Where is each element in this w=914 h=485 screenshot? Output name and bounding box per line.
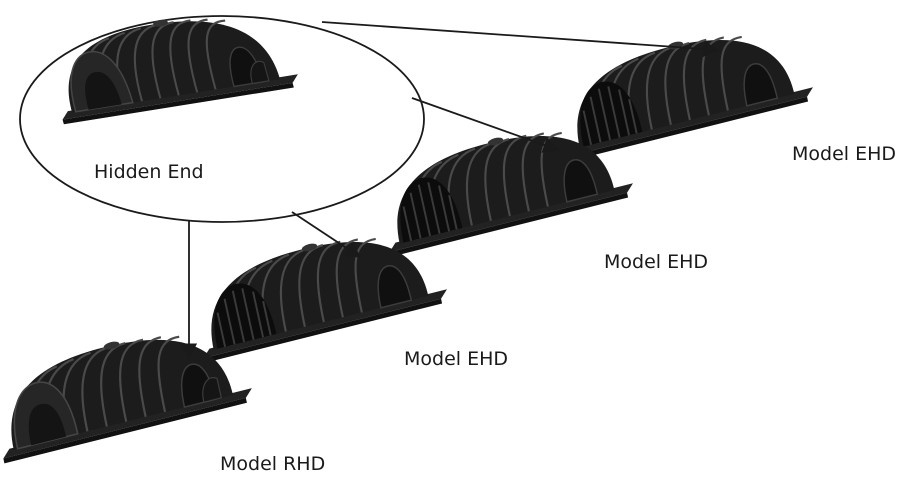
- arrow-to-ehd-3: [291, 211, 362, 258]
- chamber-ehd-1: [550, 10, 817, 162]
- model-label-ehd-2: Model EHD: [604, 251, 708, 273]
- arrow-to-ehd-1: [321, 21, 720, 58]
- model-label-ehd-3: Model EHD: [404, 348, 508, 370]
- callout-label: Hidden End: [94, 161, 204, 183]
- model-label-ehd-1: Model EHD: [792, 143, 896, 165]
- model-label-rhd: Model RHD: [220, 453, 325, 475]
- arrow-to-ehd-2: [411, 97, 560, 153]
